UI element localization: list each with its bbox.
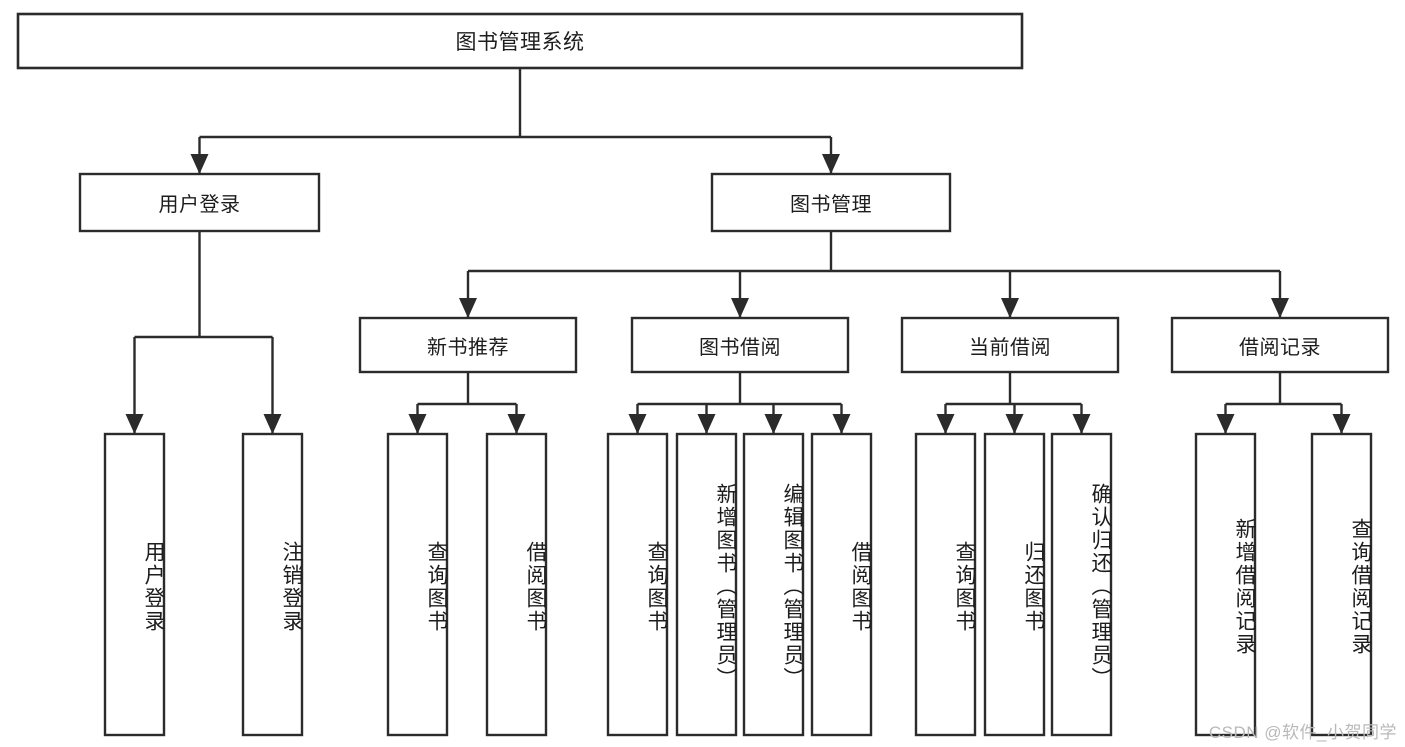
node-box-leaf-query-book-borrow[interactable] xyxy=(606,432,669,737)
arrow-icon-leaf-add-borrow-record xyxy=(1216,414,1235,434)
arrow-icon-leaf-borrow-book xyxy=(832,414,851,434)
arrow-icon-book-borrow xyxy=(731,298,749,318)
node-box-leaf-user-logout[interactable] xyxy=(241,432,304,737)
csdn-watermark: CSDN @软件_小贺同学 xyxy=(1208,723,1397,742)
node-box-leaf-add-book-admin[interactable] xyxy=(675,432,738,737)
connectors-layer xyxy=(125,68,1351,434)
node-box-leaf-edit-book-admin[interactable] xyxy=(742,432,805,737)
arrow-icon-current-borrow xyxy=(1001,298,1019,318)
arrow-icon-leaf-query-book-borrow xyxy=(628,414,647,434)
arrow-icon-leaf-edit-book-admin xyxy=(764,414,783,434)
node-box-leaf-query-book-current[interactable] xyxy=(914,432,977,737)
arrow-icon-leaf-query-book-current xyxy=(936,414,955,434)
arrow-icon-user-login xyxy=(190,154,209,174)
node-box-leaf-query-book-recommend[interactable] xyxy=(386,432,449,737)
node-box-book-management[interactable] xyxy=(710,172,952,233)
node-box-leaf-borrow-book[interactable] xyxy=(810,432,873,737)
node-boxes-layer xyxy=(16,12,1390,737)
arrow-icon-leaf-return-book xyxy=(1005,414,1024,434)
arrow-icon-leaf-add-book-admin xyxy=(697,414,716,434)
arrow-icon-book-management xyxy=(822,154,840,174)
node-box-new-book-recommend[interactable] xyxy=(358,316,578,374)
node-box-leaf-user-login[interactable] xyxy=(103,432,166,737)
arrow-icon-leaf-query-borrow-record xyxy=(1332,414,1351,434)
arrow-icon-borrow-record xyxy=(1271,298,1289,318)
arrow-icon-new-book-recommend xyxy=(459,298,477,318)
arrow-icon-leaf-user-login xyxy=(125,414,144,434)
arrow-icon-leaf-user-logout xyxy=(263,414,282,434)
node-box-current-borrow[interactable] xyxy=(900,316,1120,374)
node-box-root[interactable] xyxy=(16,12,1024,70)
node-box-leaf-borrow-book-recommend[interactable] xyxy=(485,432,548,737)
node-box-book-borrow[interactable] xyxy=(630,316,850,374)
arrow-icon-leaf-query-book-recommend xyxy=(408,414,427,434)
node-box-user-login[interactable] xyxy=(78,172,321,233)
arrow-icon-leaf-borrow-book-recommend xyxy=(507,414,526,434)
node-box-leaf-query-borrow-record[interactable] xyxy=(1310,432,1373,737)
node-box-leaf-return-book[interactable] xyxy=(983,432,1046,737)
node-box-borrow-record[interactable] xyxy=(1170,316,1390,374)
node-box-leaf-confirm-return-admin[interactable] xyxy=(1050,432,1113,737)
arrow-icon-leaf-confirm-return-admin xyxy=(1072,414,1091,434)
node-box-leaf-add-borrow-record[interactable] xyxy=(1194,432,1257,737)
